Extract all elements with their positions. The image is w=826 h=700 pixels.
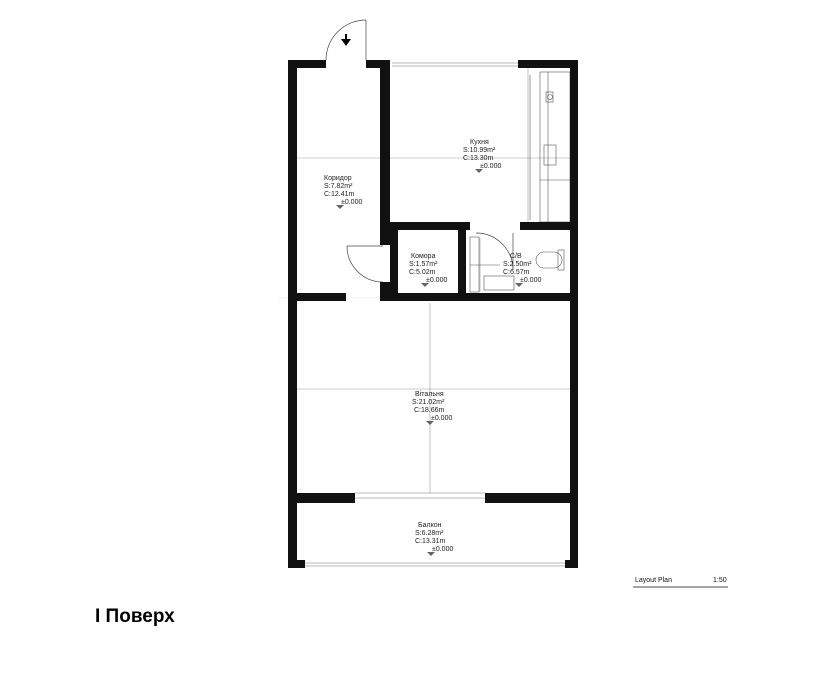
room-koridor: Коридор S:7.82m² C:12.41m ±0.000 xyxy=(324,175,362,209)
room-balkon: Балкон S:6.28m² C:13.31m ±0.000 xyxy=(415,522,453,556)
room-name: С/В xyxy=(510,253,522,260)
room-name: Коридор xyxy=(324,175,352,182)
room-level: ±0.000 xyxy=(341,199,362,206)
level-marker-icon xyxy=(475,169,483,173)
door-swings xyxy=(325,19,514,283)
room-name: Кухня xyxy=(470,139,489,146)
kitchen-counter xyxy=(529,71,571,223)
floor-title: І Поверх xyxy=(95,606,175,627)
room-perimeter: C:13.31m xyxy=(415,538,446,545)
windows xyxy=(305,62,565,567)
room-area: S:21.02m² xyxy=(412,399,445,406)
room-perimeter: C:13.30m xyxy=(463,155,494,162)
room-perimeter: C:18.66m xyxy=(414,407,445,414)
room-level: ±0.000 xyxy=(432,546,453,553)
room-area: S:10.99m² xyxy=(463,147,496,154)
room-name: Вітальня xyxy=(415,390,444,398)
room-perimeter: C:12.41m xyxy=(324,191,355,198)
room-area: S:2.50m² xyxy=(503,261,532,268)
level-marker-icon xyxy=(426,421,434,425)
level-marker-icon xyxy=(336,205,344,209)
room-level: ±0.000 xyxy=(520,277,541,284)
caption-label: Layout Plan xyxy=(635,577,672,584)
walls xyxy=(288,60,578,568)
room-perimeter: C:6.57m xyxy=(503,269,530,276)
bathroom-fixtures xyxy=(469,236,565,293)
room-komora: Комора S:1.57m² C:5.02m ±0.000 xyxy=(409,253,447,287)
room-area: S:6.28m² xyxy=(415,530,444,537)
room-name: Балкон xyxy=(418,522,442,529)
room-vitalnia: Вітальня S:21.02m² C:18.66m ±0.000 xyxy=(412,390,452,425)
level-marker-icon xyxy=(421,283,429,287)
plan-caption: Layout Plan 1:50 xyxy=(633,577,728,588)
room-perimeter: C:5.02m xyxy=(409,269,436,276)
room-name: Комора xyxy=(411,253,436,260)
room-level: ±0.000 xyxy=(480,163,501,170)
entrance-arrow-icon xyxy=(341,34,351,46)
room-kuhnia: Кухня S:10.99m² C:13.30m ±0.000 xyxy=(463,139,501,173)
room-level: ±0.000 xyxy=(431,415,452,422)
room-sv: С/В S:2.50m² C:6.57m ±0.000 xyxy=(503,253,541,287)
room-area: S:1.57m² xyxy=(409,261,438,268)
caption-scale: 1:50 xyxy=(713,577,727,584)
room-area: S:7.82m² xyxy=(324,183,353,190)
level-marker-icon xyxy=(515,283,523,287)
room-level: ±0.000 xyxy=(426,277,447,284)
level-marker-icon xyxy=(427,552,435,556)
